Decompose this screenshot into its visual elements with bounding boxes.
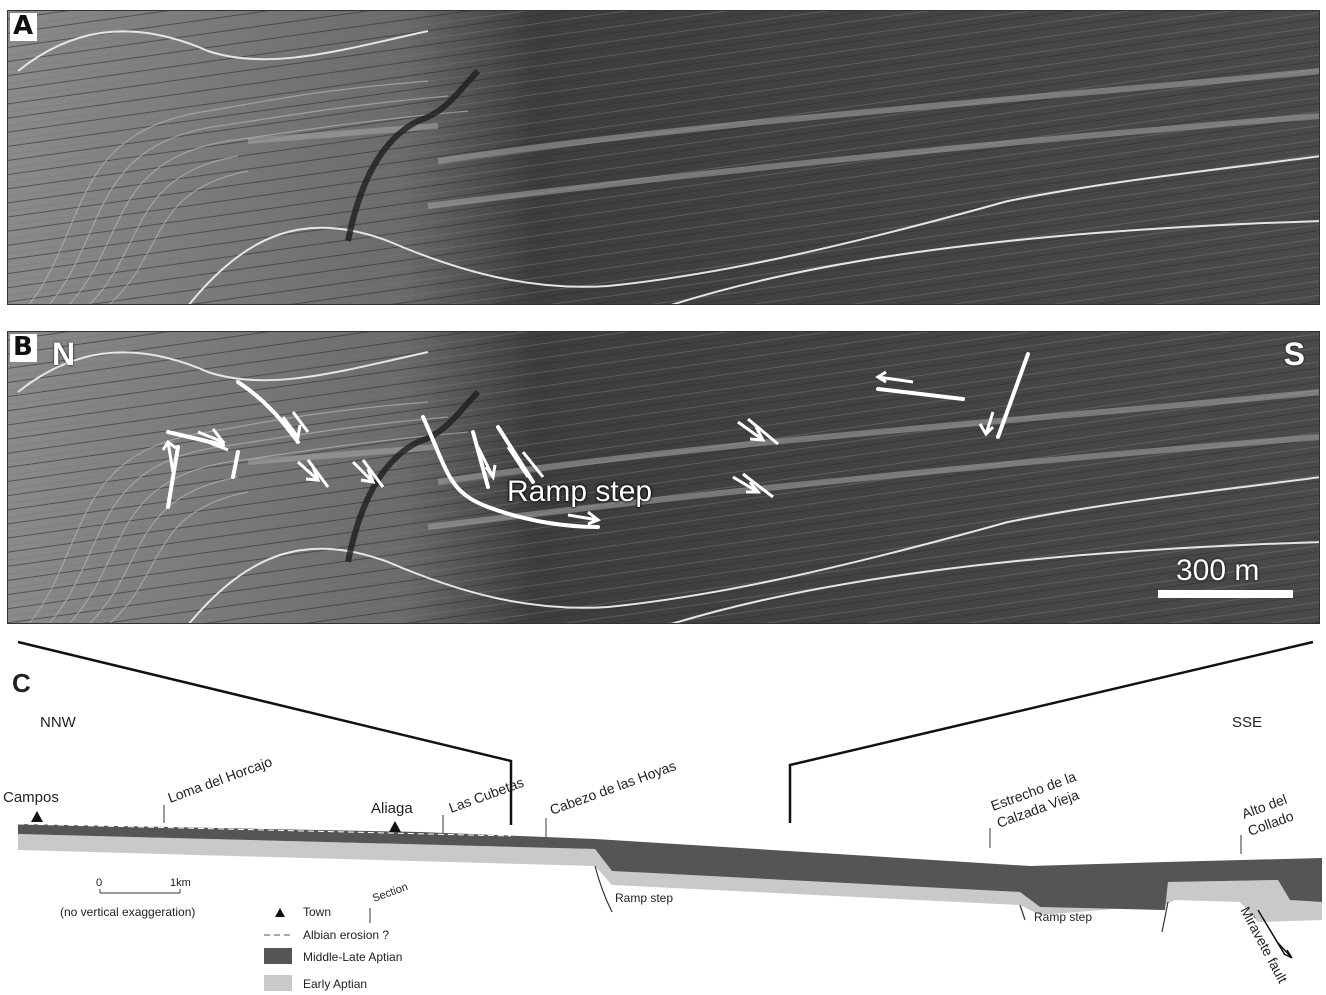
town-marker-campos <box>31 811 43 822</box>
scale-bar-c <box>100 889 180 893</box>
ramp-step-label-1: Ramp step <box>615 891 673 905</box>
locality-cabezo-de-las-hoyas: Cabezo de las Hoyas <box>548 757 679 818</box>
orientation-sse: SSE <box>1232 714 1262 731</box>
north-label: N <box>52 336 75 373</box>
legend-town-icon <box>275 908 285 917</box>
ramp-step-label-2: Ramp step <box>1034 910 1092 924</box>
legend-albian-erosion: Albian erosion ? <box>303 928 389 942</box>
orientation-nnw: NNW <box>40 714 77 731</box>
scale-bar-label: 300 m <box>1176 554 1259 588</box>
aerial-photo-a <box>8 11 1320 305</box>
south-label: S <box>1284 336 1305 373</box>
aerial-photo-panel-a: A <box>7 10 1320 305</box>
town-campos: Campos <box>3 789 59 806</box>
aerial-photo-panel-b: B N S Ramp step 300 m <box>7 331 1320 624</box>
scale-1km: 1km <box>170 877 191 889</box>
panel-c-letter: C <box>12 668 31 698</box>
panel-b-letter: B <box>10 334 37 362</box>
ramp-step-label: Ramp step <box>507 475 652 509</box>
panel-a-letter: A <box>10 13 37 41</box>
scale-note: (no vertical exaggeration) <box>60 905 195 919</box>
legend-mid-late-swatch <box>264 948 292 964</box>
legend-town: Town <box>303 905 331 919</box>
legend-middle-late-aptian: Middle-Late Aptian <box>303 950 402 964</box>
scale-zero: 0 <box>96 877 102 889</box>
cross-section-panel-c: C NNW SSE Campos Aliaga Loma del Horcajo… <box>0 630 1326 995</box>
legend-early-aptian: Early Aptian <box>303 977 367 991</box>
legend: Town Section Albian erosion ? Middle-Lat… <box>264 881 410 991</box>
town-marker-aliaga <box>389 821 401 832</box>
projection-lines <box>18 642 1313 825</box>
aerial-photo-b <box>8 332 1320 624</box>
town-aliaga: Aliaga <box>371 800 413 817</box>
locality-loma-del-horcajo: Loma del Horcajo <box>166 753 275 806</box>
legend-section: Section <box>371 881 410 905</box>
locality-las-cubetas: Las Cubetas <box>447 774 526 816</box>
legend-early-swatch <box>264 975 292 991</box>
